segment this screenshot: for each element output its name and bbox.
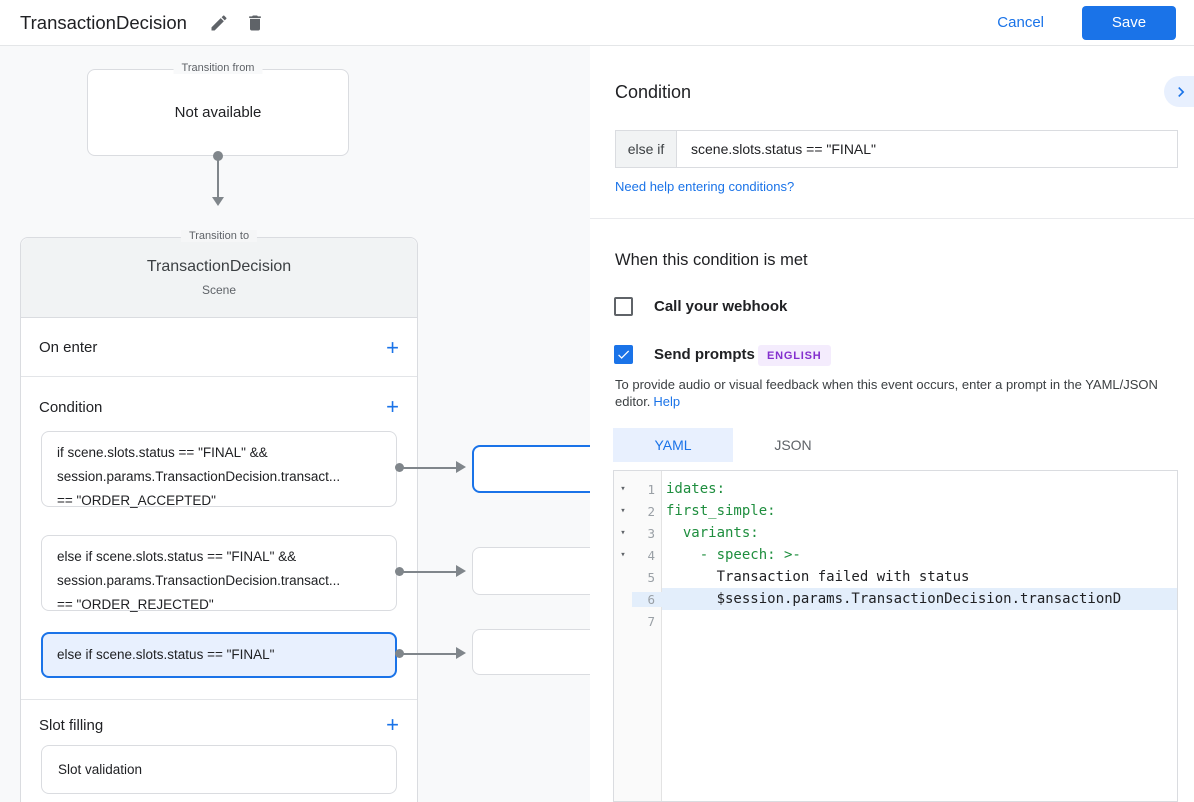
condition-detail-panel: Condition else if Need help entering con…: [590, 46, 1194, 802]
add-condition-button[interactable]: +: [386, 394, 399, 419]
section-divider: [21, 699, 417, 700]
send-prompts-label: Send prompts: [654, 346, 755, 363]
code-text: first_simple:: [666, 503, 776, 519]
send-prompts-checkbox[interactable]: [614, 345, 633, 364]
code-text: $session.params.TransactionDecision.tran…: [662, 588, 1177, 610]
top-bar: TransactionDecision Cancel Save: [0, 0, 1194, 46]
code-line: 5 Transaction failed with status: [614, 566, 1177, 588]
transition-from-box: Transition from Not available: [87, 62, 349, 156]
collapse-arrow-icon[interactable]: ▾: [620, 484, 626, 494]
slot-validation-card[interactable]: Slot validation: [41, 745, 397, 794]
condition-section-header: Condition +: [21, 388, 417, 426]
pencil-icon: [211, 14, 227, 30]
arrow-right-icon: [456, 647, 466, 659]
code-line: ▾ 1 idates:: [614, 478, 1177, 500]
line-number: 4: [647, 547, 655, 563]
code-line-highlighted: 6 $session.params.TransactionDecision.tr…: [614, 588, 1177, 610]
code-line: ▾ 2 first_simple:: [614, 500, 1177, 522]
code-text: - speech: >-: [666, 547, 801, 563]
collapse-arrow-icon[interactable]: ▾: [620, 528, 626, 538]
code-line: 7: [614, 610, 1177, 632]
prompt-description-text: To provide audio or visual feedback when…: [615, 377, 1158, 409]
tab-json[interactable]: JSON: [733, 428, 853, 462]
arrow-right-icon: [456, 461, 466, 473]
scene-header: TransactionDecision Scene: [21, 238, 417, 318]
save-button[interactable]: Save: [1082, 5, 1176, 40]
language-badge: ENGLISH: [758, 345, 831, 366]
condition-help-link[interactable]: Need help entering conditions?: [615, 179, 795, 194]
connector-line: [402, 467, 458, 469]
code-line: ▾ 3 variants:: [614, 522, 1177, 544]
connector-dot: [395, 463, 404, 472]
on-enter-label: On enter: [39, 339, 98, 356]
condition-line: else if scene.slots.status == "FINAL" &&: [57, 549, 297, 564]
yaml-editor[interactable]: ▾ 1 idates: ▾ 2 first_simple: ▾ 3 varian…: [613, 470, 1178, 802]
panel-title: Condition: [615, 82, 692, 102]
code-text: [662, 610, 1177, 632]
slot-filling-section-header: Slot filling +: [21, 706, 417, 744]
checkmark-icon: [618, 350, 630, 359]
call-webhook-checkbox[interactable]: [614, 297, 633, 316]
condition-prefix-label: else if: [615, 130, 677, 168]
code-text: variants:: [666, 525, 759, 541]
editor-gutter: [614, 471, 662, 801]
scene-type-label: Scene: [201, 283, 237, 297]
condition-input-group: else if: [615, 130, 1178, 168]
condition-line: else if scene.slots.status == "FINAL": [57, 647, 275, 662]
transition-to-card: Transition to TransactionDecision Scene …: [20, 230, 418, 802]
on-enter-section: On enter +: [21, 319, 417, 377]
prompt-description: To provide audio or visual feedback when…: [615, 376, 1167, 410]
when-condition-heading: When this condition is met: [615, 251, 808, 269]
transition-from-status: Not available: [174, 104, 262, 121]
condition-line: if scene.slots.status == "FINAL" &&: [57, 445, 268, 460]
condition-section-label: Condition: [39, 398, 103, 416]
slot-validation-label: Slot validation: [58, 762, 143, 777]
editor-code-area: ▾ 1 idates: ▾ 2 first_simple: ▾ 3 varian…: [614, 478, 1177, 632]
call-webhook-label: Call your webhook: [654, 298, 788, 315]
collapse-arrow-icon[interactable]: ▾: [620, 506, 626, 516]
line-number: 3: [647, 525, 655, 541]
line-number: 2: [647, 503, 655, 519]
edit-scene-button[interactable]: [205, 9, 233, 37]
condition-line: == "ORDER_REJECTED": [57, 597, 214, 612]
chevron-right-icon: [1178, 86, 1185, 97]
connector-line: [402, 653, 458, 655]
connector-line: [402, 571, 458, 573]
arrow-right-icon: [456, 565, 466, 577]
condition-line: == "ORDER_ACCEPTED": [57, 493, 216, 508]
line-number: 1: [647, 481, 655, 497]
transition-to-legend: Transition to: [180, 230, 258, 242]
code-line: ▾ 4 - speech: >-: [614, 544, 1177, 566]
line-number: 7: [647, 613, 655, 629]
condition-line: session.params.TransactionDecision.trans…: [57, 573, 341, 588]
connector-dot: [395, 567, 404, 576]
condition-card[interactable]: else if scene.slots.status == "FINAL" &&…: [41, 535, 397, 612]
scene-name: TransactionDecision: [146, 258, 292, 275]
line-number: 5: [647, 569, 655, 585]
condition-card[interactable]: if scene.slots.status == "FINAL" && sess…: [41, 431, 397, 508]
collapse-arrow-icon[interactable]: ▾: [620, 550, 626, 560]
condition-card-selected[interactable]: else if scene.slots.status == "FINAL": [41, 632, 397, 678]
help-link[interactable]: Help: [653, 394, 681, 409]
trash-icon: [249, 15, 261, 30]
add-slot-button[interactable]: +: [386, 712, 399, 737]
cancel-button[interactable]: Cancel: [997, 14, 1044, 31]
add-on-enter-button[interactable]: +: [386, 334, 399, 360]
page-title: TransactionDecision: [20, 11, 187, 33]
code-text: idates:: [666, 481, 726, 497]
tab-yaml[interactable]: YAML: [613, 428, 733, 462]
condition-expression-input[interactable]: [677, 130, 1178, 168]
connector-dot: [395, 649, 404, 658]
collapse-panel-button[interactable]: [1164, 76, 1194, 107]
panel-divider: [590, 218, 1194, 219]
code-text: Transaction failed with status: [666, 569, 970, 585]
condition-line: session.params.TransactionDecision.trans…: [57, 469, 341, 484]
line-number: 6: [632, 591, 662, 607]
transition-from-legend: Transition from: [173, 62, 263, 74]
connector-line: [217, 156, 219, 198]
delete-scene-button[interactable]: [241, 9, 269, 37]
slot-filling-label: Slot filling: [39, 716, 104, 734]
arrow-down-icon: [212, 197, 224, 206]
